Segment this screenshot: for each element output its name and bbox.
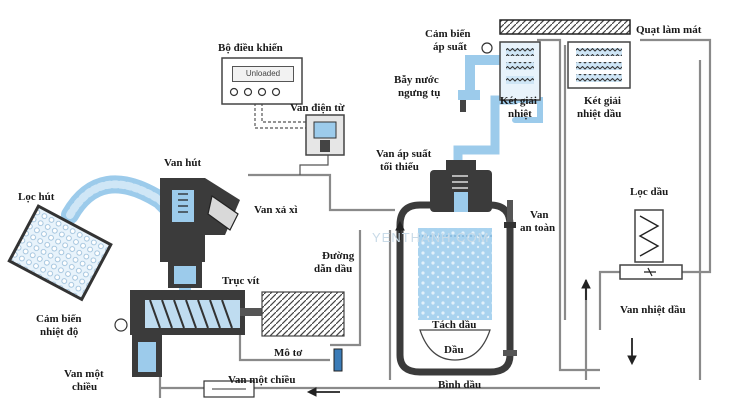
label-water-trap-2: ngưng tụ — [398, 87, 441, 99]
label-solenoid-valve: Van điện từ — [290, 102, 345, 114]
label-motor: Mô tơ — [274, 347, 303, 359]
label-screw: Trục vít — [222, 275, 260, 287]
label-safety-valve-1: Van — [530, 209, 549, 221]
label-water-trap-1: Bẫy nước — [394, 74, 439, 86]
label-air-cooler-2: nhiệt — [508, 108, 532, 120]
label-safety-valve-2: an toàn — [520, 222, 556, 234]
label-check-valve-left-1: Van một — [64, 368, 104, 380]
label-pressure-sensor-2: áp suất — [433, 41, 467, 53]
label-bleed-valve: Van xả xì — [254, 204, 298, 216]
label-inlet-filter: Lọc hút — [18, 191, 55, 203]
screw-block — [114, 290, 262, 377]
label-min-pressure-valve-2: tối thiểu — [380, 161, 419, 173]
label-oil: Dầu — [444, 344, 464, 356]
label-check-valve-bottom: Van một chiều — [228, 374, 296, 386]
label-oil-thermo-valve: Van nhiệt dầu — [620, 304, 686, 316]
oil-separator-tank — [396, 160, 517, 376]
intake-valve — [160, 178, 240, 288]
motor — [261, 291, 345, 372]
cooling-fan — [499, 19, 631, 35]
air-cooler — [458, 41, 541, 112]
label-oil-tank: Bình dầu — [438, 379, 482, 391]
label-cooling-fan: Quạt làm mát — [636, 24, 702, 36]
label-air-cooler-1: Két giải — [500, 95, 537, 107]
label-temp-sensor-2: nhiệt độ — [40, 326, 79, 338]
controller-display: Unloaded — [232, 66, 294, 82]
label-temp-sensor-1: Cảm biến — [36, 313, 82, 325]
label-oil-filter: Lọc dầu — [630, 186, 669, 198]
label-oil-cooler-2: nhiệt dầu — [577, 108, 622, 120]
watermark: YENTHANH.COM — [372, 230, 490, 245]
label-controller: Bộ điều khiển — [218, 42, 283, 54]
oil-filter — [619, 209, 683, 280]
label-intake-valve: Van hút — [164, 157, 202, 169]
label-oil-separator: Tách dầu — [432, 319, 477, 331]
label-min-pressure-valve-1: Van áp suất — [376, 148, 432, 160]
solenoid-valve — [305, 114, 345, 156]
flow-arrows — [306, 220, 637, 397]
label-oil-cooler-1: Két giải — [584, 95, 621, 107]
label-check-valve-left-2: chiều — [72, 381, 98, 393]
label-oil-line-2: dẫn dầu — [314, 263, 353, 275]
bottom-check-valve — [203, 380, 255, 398]
label-pressure-sensor-1: Cảm biến — [425, 28, 471, 40]
oil-cooler — [567, 41, 631, 89]
inlet-filter — [7, 204, 113, 302]
label-oil-line-1: Đường — [322, 250, 355, 262]
